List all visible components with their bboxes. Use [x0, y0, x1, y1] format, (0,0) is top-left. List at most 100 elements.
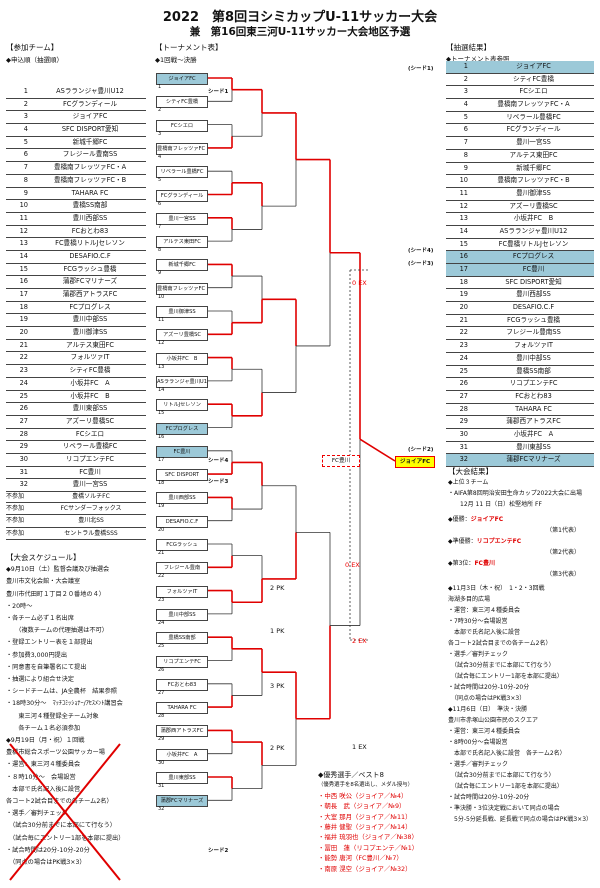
- schedule-detail-line: ◆11月3日（木・祝） 1・2・3回戦: [448, 585, 545, 592]
- bracket-team: TAHARA FC: [156, 702, 208, 715]
- schedule-heading: 【大会スケジュール】: [6, 553, 81, 562]
- draw-name: 豊橋南フレッツァFC・A: [497, 100, 570, 109]
- schedule-line: ・各チーム必ず１名出席: [6, 615, 74, 623]
- schedule-line: 豊川市文化会館・大会議室: [6, 578, 81, 586]
- schedule-line: ・選手／審判チェック: [6, 810, 68, 818]
- award-player: ・能勢 唐河: [318, 854, 352, 863]
- absent-row: 不参加 豊川北SS: [6, 515, 146, 528]
- third-team: FC豊川: [474, 560, 495, 567]
- participant-name: FCシエロ: [75, 429, 105, 438]
- bracket-slot-number: 6: [158, 200, 162, 207]
- draw-number: 32: [459, 455, 468, 464]
- third-label: ◆第3位：: [448, 560, 475, 567]
- draw-sub: ◆トーナメント表参照: [446, 55, 510, 63]
- award-player: ・大室 那月: [318, 812, 352, 821]
- bracket-slot-number: 11: [158, 317, 165, 323]
- bracket-slot-number: 7: [158, 223, 162, 230]
- draw-number: 30: [459, 429, 468, 438]
- bracket-slot-number: 10: [158, 293, 165, 300]
- draw-number: 7: [463, 138, 468, 147]
- participant-name: 新城千郷FC: [72, 137, 108, 146]
- draw-name: フォルツァIT: [514, 341, 553, 350]
- draw-number: 9: [463, 163, 468, 172]
- draw-number: 1: [463, 62, 468, 70]
- participant-number: 16: [19, 277, 28, 286]
- champion-box: ジョイアFC: [395, 456, 435, 468]
- bracket-slot-number: 30: [158, 759, 165, 766]
- schedule-line: ◆9月10日（土）監督会議及び抽選会: [6, 566, 110, 574]
- absent-name: 豊橋ソルチFC: [72, 493, 110, 500]
- bracket-team: リコプエンテFC: [156, 655, 208, 668]
- draw-number: 3: [463, 87, 468, 96]
- schedule-line: （試合30分前までに本部にて行なう）: [6, 822, 116, 830]
- draw-number: 27: [459, 391, 468, 400]
- participant-number: 21: [19, 340, 28, 349]
- draw-number: 28: [459, 404, 468, 413]
- bracket-team: 豊橋南フレッツァFC・B: [156, 282, 208, 295]
- participant-name: FCGラッシュ豊橋: [63, 264, 117, 273]
- schedule-line: ・試合時間は20分-10分-20分: [6, 846, 90, 854]
- participant-name: SFC DISPORT愛知: [61, 125, 119, 134]
- schedule-line: （試合毎にエントリー1部を本部に提出）: [6, 834, 125, 842]
- participant-number: 27: [19, 416, 28, 425]
- participant-name: FCグランディール: [62, 99, 118, 108]
- participant-number: 15: [19, 264, 28, 273]
- bracket-slot-number: 32: [158, 806, 165, 813]
- participant-name: 豊川西部SS: [72, 213, 108, 222]
- bracket-slot-number: 14: [158, 386, 165, 393]
- draw-number: 8: [463, 150, 468, 159]
- participant-number: 10: [19, 201, 28, 210]
- absent-label: 不参加: [6, 517, 25, 525]
- second-label: ◆準優勝：: [448, 538, 477, 545]
- absent-name: FCサンダーフォックス: [60, 505, 122, 513]
- draw-number: 14: [459, 226, 468, 235]
- bracket-slot-number: 13: [158, 363, 165, 370]
- bracket-team: DESAFIO.C.F: [156, 515, 208, 528]
- participant-name: 豊橋南フレッツァFC・B: [53, 175, 127, 184]
- participant-number: 24: [19, 378, 28, 387]
- schedule-detail-line: 豊川市赤塚山公園市民のスクエア: [448, 717, 539, 724]
- results-line: ◆上位３チーム: [448, 479, 489, 486]
- draw-number: 20: [459, 303, 468, 312]
- bracket-slot-number: 5: [158, 177, 162, 184]
- draw-name: 蒲郡FCマリナーズ: [506, 455, 561, 464]
- second-team: リコプエンテFC: [476, 538, 522, 545]
- participant-number: 19: [19, 315, 28, 324]
- absent-name: 豊川北SS: [78, 517, 104, 525]
- participant-number: 12: [19, 226, 28, 235]
- draw-number: 21: [459, 315, 468, 324]
- draw-name: フレジール豊南SS: [506, 328, 561, 337]
- bracket-slot-number: 22: [158, 573, 165, 580]
- schedule-line: ・参加費3,000円提出: [6, 651, 68, 659]
- award-row: ・能勢 唐河（FC豊川／№7）: [318, 853, 443, 863]
- award-player: ・福井 琉羽也: [318, 833, 359, 842]
- draw-number: 29: [459, 417, 468, 426]
- award-team: （ジョイア／№14）: [351, 823, 412, 832]
- ex-label-4: 1 EX: [352, 743, 367, 751]
- participant-number: 11: [19, 213, 28, 222]
- draw-number: 2: [463, 74, 468, 83]
- bracket-slot-number: 18: [158, 480, 165, 487]
- draw-number: 16: [459, 252, 468, 261]
- participant-number: 31: [19, 467, 28, 476]
- schedule-line: 豊橋市総合スポーツ公園サッカー場: [6, 749, 105, 757]
- schedule-detail-line: 本部で氏名記入後に設営 各チーム2名）: [448, 750, 566, 757]
- participant-number: 25: [19, 391, 28, 400]
- bracket-team: 豊川一宮SS: [156, 212, 208, 225]
- draw-name: ASラランジャ豊川U12: [499, 226, 568, 235]
- bracket-slot-number: 21: [158, 550, 165, 556]
